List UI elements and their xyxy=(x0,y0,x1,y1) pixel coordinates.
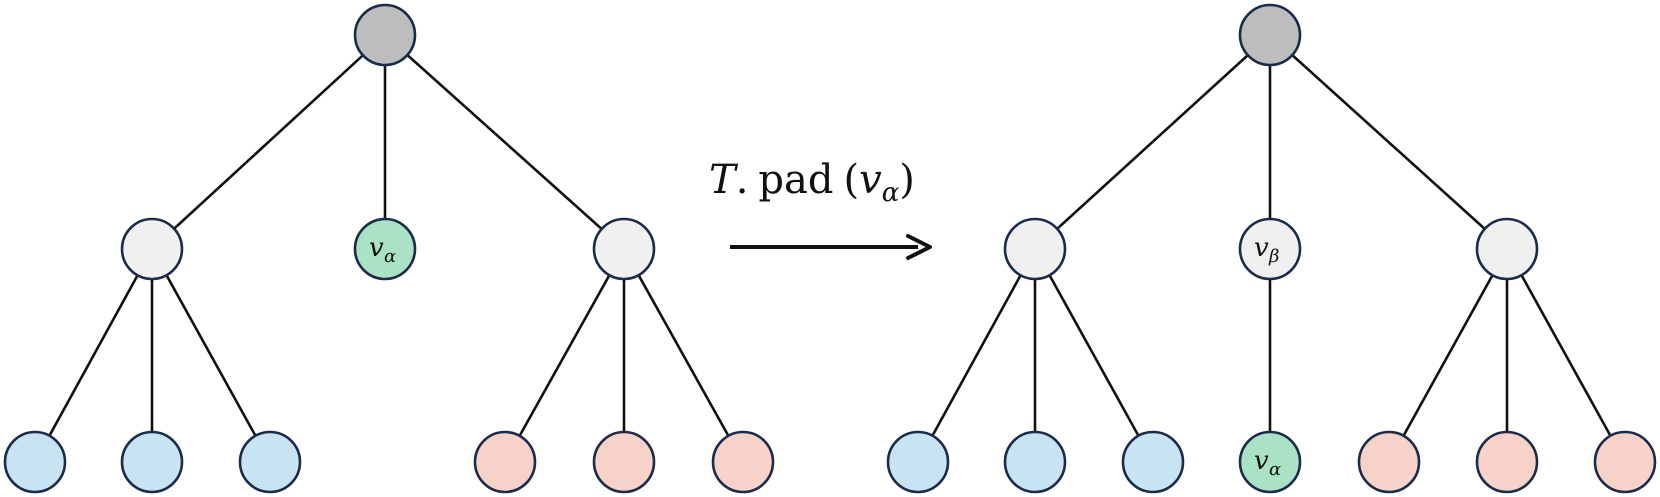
operation-label: T.pad(vα) xyxy=(709,157,915,208)
edge xyxy=(1034,34,1271,250)
v-alpha-subscript: α xyxy=(1269,459,1281,480)
v-alpha-label: v α xyxy=(369,233,396,267)
edge xyxy=(1033,248,1155,463)
v-beta-node xyxy=(1238,217,1302,281)
leaf-node-red xyxy=(1475,430,1539,494)
operation-var: v xyxy=(859,157,882,203)
leaf-node-red xyxy=(1357,430,1421,494)
leaf-node-red xyxy=(711,430,775,494)
v-alpha-subscript: α xyxy=(384,246,396,267)
leaf-node-blue xyxy=(238,430,302,494)
operation: T.pad(vα) xyxy=(709,157,932,260)
right-tree: v β v α xyxy=(886,3,1657,494)
root-node xyxy=(1238,3,1302,67)
operation-func: pad xyxy=(758,157,833,203)
leaf-node-blue xyxy=(1121,430,1185,494)
v-alpha-node xyxy=(1238,430,1302,494)
operation-t: T xyxy=(709,157,739,203)
internal-node-left xyxy=(1003,217,1067,281)
v-beta-label: v β xyxy=(1254,233,1279,267)
root-node xyxy=(353,3,417,67)
left-tree: v α xyxy=(3,3,775,494)
internal-node-right xyxy=(592,217,656,281)
edge xyxy=(1387,248,1509,463)
edge xyxy=(622,248,745,463)
leaf-node-red xyxy=(473,430,537,494)
leaf-node-blue xyxy=(3,430,67,494)
edge xyxy=(151,34,386,250)
v-alpha-node xyxy=(353,217,417,281)
leaf-node-blue xyxy=(1003,430,1067,494)
operation-subscript: α xyxy=(882,178,900,208)
edge xyxy=(503,248,626,463)
right-tree-edges xyxy=(916,34,1627,463)
leaf-node-red xyxy=(592,430,656,494)
v-beta-main: v xyxy=(1254,233,1269,263)
operation-open-paren: ( xyxy=(843,157,859,203)
operation-close-paren: ) xyxy=(899,157,915,203)
internal-node-left xyxy=(120,217,184,281)
left-tree-edges xyxy=(33,34,745,463)
edge xyxy=(916,248,1037,463)
edge xyxy=(150,248,272,463)
v-alpha-main: v xyxy=(369,233,384,263)
edge xyxy=(1505,248,1627,463)
v-alpha-main: v xyxy=(1254,446,1269,476)
internal-node-right xyxy=(1475,217,1539,281)
edge xyxy=(33,248,154,463)
v-alpha-label: v α xyxy=(1254,446,1281,480)
leaf-node-blue xyxy=(886,430,950,494)
edge xyxy=(384,34,625,250)
operation-dot: . xyxy=(736,157,749,203)
edge xyxy=(1269,34,1508,250)
arrow-head-icon xyxy=(906,234,932,260)
v-beta-subscript: β xyxy=(1268,246,1279,267)
leaf-node-red xyxy=(1593,430,1657,494)
leaf-node-blue xyxy=(120,430,184,494)
